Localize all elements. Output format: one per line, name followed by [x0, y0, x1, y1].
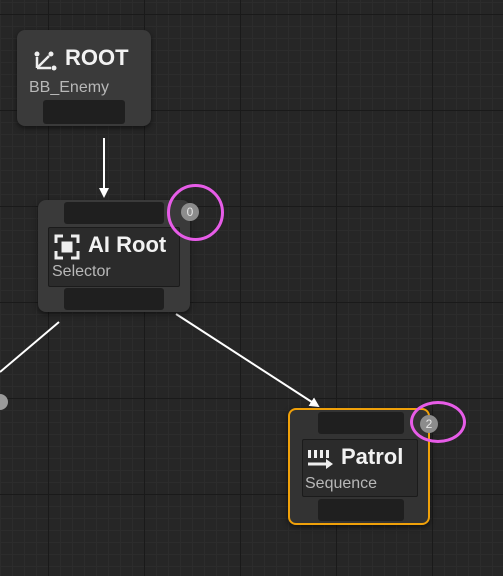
offscreen-node-pin[interactable] [0, 394, 8, 410]
wire-airoot-to-patrol [175, 313, 320, 408]
patrol-output-pin[interactable] [318, 499, 404, 521]
selector-icon [54, 234, 80, 265]
wire-airoot-to-left [0, 321, 60, 373]
ai-root-input-pin[interactable] [64, 202, 164, 224]
ai-root-title: AI Root [88, 232, 167, 257]
ai-root-node[interactable]: AI Root Selector [38, 200, 190, 312]
patrol-title: Patrol [341, 444, 404, 469]
patrol-node[interactable]: Patrol Sequence [288, 408, 430, 525]
root-icon [33, 48, 57, 77]
ai-root-subtitle: Selector [52, 263, 111, 280]
root-node[interactable]: ROOT BB_Enemy [17, 30, 151, 126]
patrol-subtitle: Sequence [305, 475, 378, 492]
ai-root-body: AI Root Selector [48, 227, 180, 287]
patrol-input-pin[interactable] [318, 412, 404, 434]
annotation-circle [167, 184, 224, 241]
root-title: ROOT [65, 45, 129, 70]
ai-root-output-pin[interactable] [64, 288, 164, 310]
root-subtitle: BB_Enemy [29, 79, 110, 96]
patrol-body: Patrol Sequence [302, 439, 418, 497]
sequence-icon [306, 447, 334, 476]
annotation-circle [410, 401, 466, 443]
root-output-pin[interactable] [43, 100, 125, 124]
